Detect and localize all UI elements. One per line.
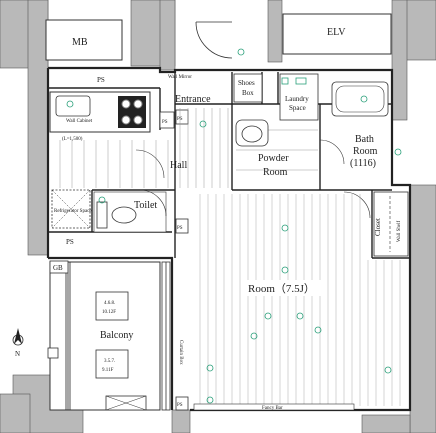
- kitchen-floor-lines: [59, 140, 169, 188]
- hall-label: Hall: [170, 160, 187, 171]
- closet: [373, 191, 409, 257]
- area-top-2: 10.12F: [102, 310, 116, 315]
- balcony-louver-hatch: [65, 262, 71, 410]
- ps-left-label: PS: [162, 120, 168, 125]
- mb-label: MB: [72, 37, 88, 48]
- entrance-marker: [237, 48, 245, 56]
- laundry-marker-a: [281, 77, 289, 85]
- shoes-box: [233, 73, 263, 103]
- ps-mid-box-a: [175, 218, 189, 234]
- elv-box: [282, 13, 392, 55]
- room-floor-lines: [199, 194, 401, 406]
- refrigerator-x-2: [51, 189, 91, 229]
- north-arrow: [12, 328, 24, 346]
- bath-door-swing: [319, 139, 345, 165]
- ps-top-label: PS: [97, 76, 105, 84]
- kitchen-dim-label: (L=1,500): [62, 137, 83, 142]
- gb-label: GB: [53, 264, 63, 272]
- fancy-bar-label: Fancy Bar: [262, 406, 283, 411]
- north-label: N: [15, 350, 20, 358]
- laundry-label-1: Laundry: [285, 95, 309, 103]
- ps-balcony-label: PS: [177, 403, 183, 408]
- entrance-label: Entrance: [175, 94, 211, 105]
- kitchen-sink: [55, 95, 91, 117]
- ps-bottom-label: PS: [66, 238, 74, 246]
- ps-balcony-box: [175, 396, 189, 411]
- laundry-label-2: Space: [289, 104, 306, 112]
- outdoor-unit-x-2: [105, 395, 147, 411]
- wall-cabinet-label: Wall Cabinet: [66, 119, 93, 124]
- curtain-box-label: Curtain Box: [178, 340, 183, 365]
- balcony-bottom-area-box: [95, 349, 129, 379]
- room-label-bg: [244, 280, 322, 296]
- area-top-1: 4.6.8.: [104, 301, 115, 306]
- toilet-fixture: [96, 201, 137, 229]
- area-bot-2: 9.11F: [102, 368, 114, 373]
- wall-mirror-label: Wall Mirror: [168, 75, 192, 80]
- room-door-swing: [343, 191, 371, 219]
- refrigerator-label: Refrigerator Space: [54, 209, 92, 214]
- elv-label: ELV: [327, 27, 346, 38]
- laundry-marker-b: [295, 77, 307, 85]
- closet-label: Closet: [374, 218, 382, 236]
- powder-label-2: Room: [263, 167, 288, 178]
- refrigerator-x-1: [51, 189, 91, 229]
- entrance-door-swing: [195, 21, 233, 59]
- balcony-label: Balcony: [100, 330, 133, 341]
- gb-box: [49, 260, 69, 274]
- fancy-bar: [193, 403, 355, 411]
- bathtub-inner: [335, 85, 385, 113]
- shoes-box-label-1: Shoes: [238, 79, 255, 87]
- balcony-sliding-door: [161, 261, 171, 411]
- cooktop: [118, 96, 146, 128]
- toilet-label: Toilet: [134, 200, 157, 211]
- wash-basin: [235, 119, 269, 147]
- ps-left-box: [159, 111, 175, 129]
- powder-label-1: Powder: [258, 153, 289, 164]
- bath-label-1: Bath: [355, 134, 374, 145]
- ps-mid-label-a: PS: [177, 226, 183, 231]
- balcony-top-area-box: [95, 291, 129, 321]
- wall-shelf-label: Wall Shelf: [397, 221, 402, 242]
- toilet-door-swing: [139, 189, 167, 217]
- shoes-box-label-2: Box: [242, 89, 254, 97]
- bath-label-3: (1116): [350, 158, 376, 169]
- laundry-space: [279, 73, 319, 121]
- room-label: Room（7.5J）: [248, 282, 315, 295]
- fixture-markers: [66, 100, 402, 404]
- balcony-drain: [47, 347, 59, 359]
- bathtub-drain: [360, 95, 368, 103]
- mb-box: [45, 19, 123, 61]
- hall-door-swing: [135, 149, 165, 179]
- area-bot-1: 3.5.7.: [104, 359, 115, 364]
- bath-label-2: Room: [353, 146, 378, 157]
